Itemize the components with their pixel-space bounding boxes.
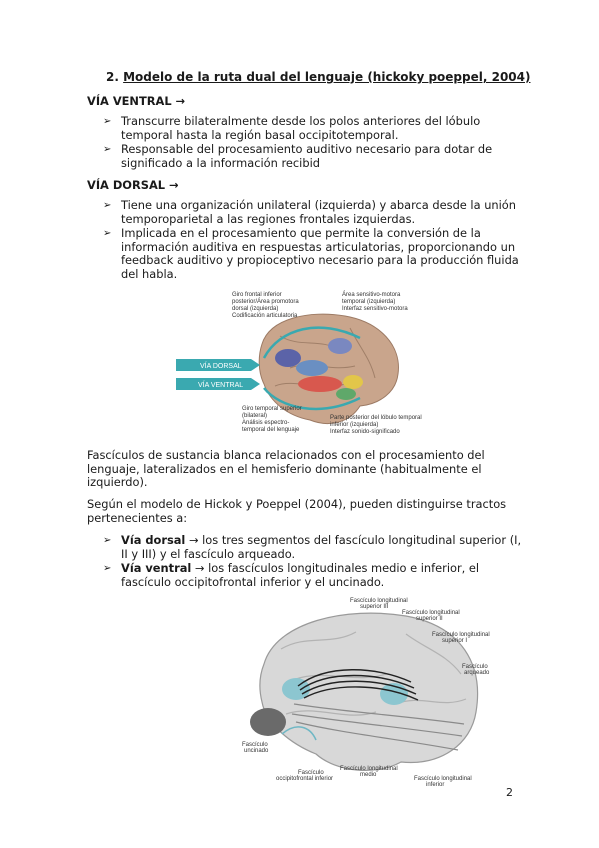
note-bottom-right: Parte posterior del lóbulo temporal infe…: [330, 415, 422, 435]
dorsal-route-box: [176, 359, 251, 371]
cerebellum-shape: [250, 708, 286, 736]
svg-text:Giro frontal inferior: Giro frontal inferior: [232, 292, 282, 298]
list-item: ➢Tiene una organización unilateral (izqu…: [103, 198, 516, 226]
dorsal-title: VÍA DORSAL →: [87, 178, 179, 192]
inferior-temporal-region: [336, 388, 356, 400]
ventral-title: VÍA VENTRAL →: [87, 94, 186, 108]
svg-text:superior I: superior I: [442, 638, 467, 644]
svg-text:posterior/Área promotora: posterior/Área promotora: [232, 298, 299, 305]
label-occipitofrontal: Fascículo occipitofrontal inferior: [276, 770, 333, 782]
svg-text:Fascículo longitudinal: Fascículo longitudinal: [414, 776, 472, 782]
heading-number: 2.: [106, 70, 119, 84]
svg-text:Parte posterior del lóbulo tem: Parte posterior del lóbulo temporal: [330, 415, 422, 421]
label-flm: Fascículo longitudinal medio: [340, 766, 398, 778]
ventral-arrow-icon: [251, 378, 260, 390]
longitudinal-fibers: [291, 703, 465, 751]
svg-text:dorsal (izquierda): dorsal (izquierda): [232, 306, 278, 312]
list-item: ➢Implicada en el procesamiento que permi…: [103, 226, 519, 281]
temporoparietal-region: [343, 375, 363, 389]
arrow-bullet-icon: ➢: [103, 144, 112, 156]
svg-text:Fascículo longitudinal: Fascículo longitudinal: [350, 598, 408, 604]
svg-text:Fascículo longitudinal: Fascículo longitudinal: [340, 766, 398, 772]
svg-text:Fascículo longitudinal: Fascículo longitudinal: [432, 632, 490, 638]
svg-text:Análisis espectro-: Análisis espectro-: [242, 420, 289, 426]
ventral-arc: [263, 387, 361, 411]
arrow-bullet-icon: ➢: [103, 563, 112, 575]
label-fli: Fascículo longitudinal inferior: [414, 776, 472, 788]
svg-text:Codificación articulatoria: Codificación articulatoria: [232, 313, 298, 319]
label-uncinate: Fascículo uncinado: [242, 742, 269, 754]
svg-text:superior II: superior II: [416, 616, 443, 622]
tract-bullets: ➢Vía dorsal → los tres segmentos del fas…: [103, 533, 523, 590]
svg-text:occipitofrontal inferior: occipitofrontal inferior: [276, 776, 333, 782]
svg-text:(bilateral): (bilateral): [242, 413, 267, 419]
dual-route-brain-figure: VÍA DORSAL VÍA VENTRAL Giro frontal infe…: [176, 291, 422, 435]
svg-text:arqueado: arqueado: [464, 670, 490, 676]
list-item: ➢Transcurre bilateralmente desde los pol…: [103, 114, 481, 142]
label-fls-ii: Fascículo longitudinal superior II: [402, 610, 460, 622]
svg-text:Giro temporal superior: Giro temporal superior: [242, 406, 302, 412]
svg-text:Interfaz sonido-significado: Interfaz sonido-significado: [330, 429, 400, 435]
dorsal-arc: [262, 326, 361, 359]
svg-text:inferior (izquierda): inferior (izquierda): [330, 422, 378, 428]
paragraph-fasciculi: Fascículos de sustancia blanca relaciona…: [87, 448, 485, 490]
label-fls-i: Fascículo longitudinal superior I: [432, 632, 490, 644]
arcuate-fibers: [297, 669, 419, 701]
premotor-region: [296, 360, 328, 376]
heading-title: Modelo de la ruta dual del lenguaje (hic…: [123, 70, 531, 84]
list-item: ➢Vía ventral → los fascículos longitudin…: [103, 561, 480, 589]
label-fls-iii: Fascículo longitudinal superior III: [350, 598, 408, 610]
arrow-bullet-icon: ➢: [103, 200, 112, 211]
svg-text:Fascículo: Fascículo: [462, 664, 488, 670]
arrow-bullet-icon: ➢: [103, 535, 112, 546]
tract-label: Vía ventral: [121, 561, 192, 576]
tract-label: Vía dorsal: [121, 533, 186, 547]
ventral-bullets: ➢Transcurre bilateralmente desde los pol…: [103, 114, 523, 171]
svg-text:Fascículo: Fascículo: [298, 770, 324, 776]
svg-text:temporal (izquierda): temporal (izquierda): [342, 299, 395, 305]
arrow-bullet-icon: ➢: [103, 228, 112, 240]
svg-text:Interfaz sensitivo-motora: Interfaz sensitivo-motora: [342, 306, 408, 312]
dorsal-bullets: ➢Tiene una organización unilateral (izqu…: [103, 198, 523, 283]
ventral-route-label: VÍA VENTRAL: [198, 380, 243, 389]
svg-text:Fascículo: Fascículo: [242, 742, 268, 748]
page-number: 2: [506, 786, 513, 799]
svg-text:inferior: inferior: [426, 782, 444, 788]
list-item: ➢Vía dorsal → los tres segmentos del fas…: [103, 533, 522, 561]
svg-text:Área sensitivo-motora: Área sensitivo-motora: [342, 291, 401, 298]
svg-text:medio: medio: [360, 772, 377, 778]
frontal-terminal: [282, 678, 310, 700]
note-top-left: Giro frontal inferior posterior/Área pro…: [232, 292, 299, 319]
svg-text:Fascículo longitudinal: Fascículo longitudinal: [402, 610, 460, 616]
section-heading: 2. Modelo de la ruta dual del lenguaje (…: [106, 70, 530, 84]
arrow-bullet-icon: ➢: [103, 116, 112, 127]
sensorimotor-region: [328, 338, 352, 354]
ventral-route-box: [176, 378, 251, 390]
paragraph-hickok: Según el modelo de Hickok y Poeppel (200…: [87, 497, 507, 525]
svg-text:superior III: superior III: [360, 604, 389, 610]
svg-text:temporal del lenguaje: temporal del lenguaje: [242, 427, 300, 433]
note-top-right: Área sensitivo-motora temporal (izquierd…: [342, 291, 408, 312]
note-bottom-left: Giro temporal superior (bilateral) Análi…: [242, 406, 302, 433]
frontal-region: [275, 349, 301, 367]
label-arcuate: Fascículo arqueado: [462, 664, 490, 676]
svg-text:uncinado: uncinado: [244, 748, 269, 754]
dorsal-arrow-icon: [251, 359, 260, 371]
dorsal-route-label: VÍA DORSAL: [200, 361, 242, 370]
temporal-region: [298, 376, 342, 392]
list-item: ➢Responsable del procesamiento auditivo …: [103, 142, 493, 170]
fasciculi-brain-figure: Fascículo longitudinal superior III Fasc…: [242, 598, 490, 788]
uncinate-fiber: [281, 726, 317, 741]
